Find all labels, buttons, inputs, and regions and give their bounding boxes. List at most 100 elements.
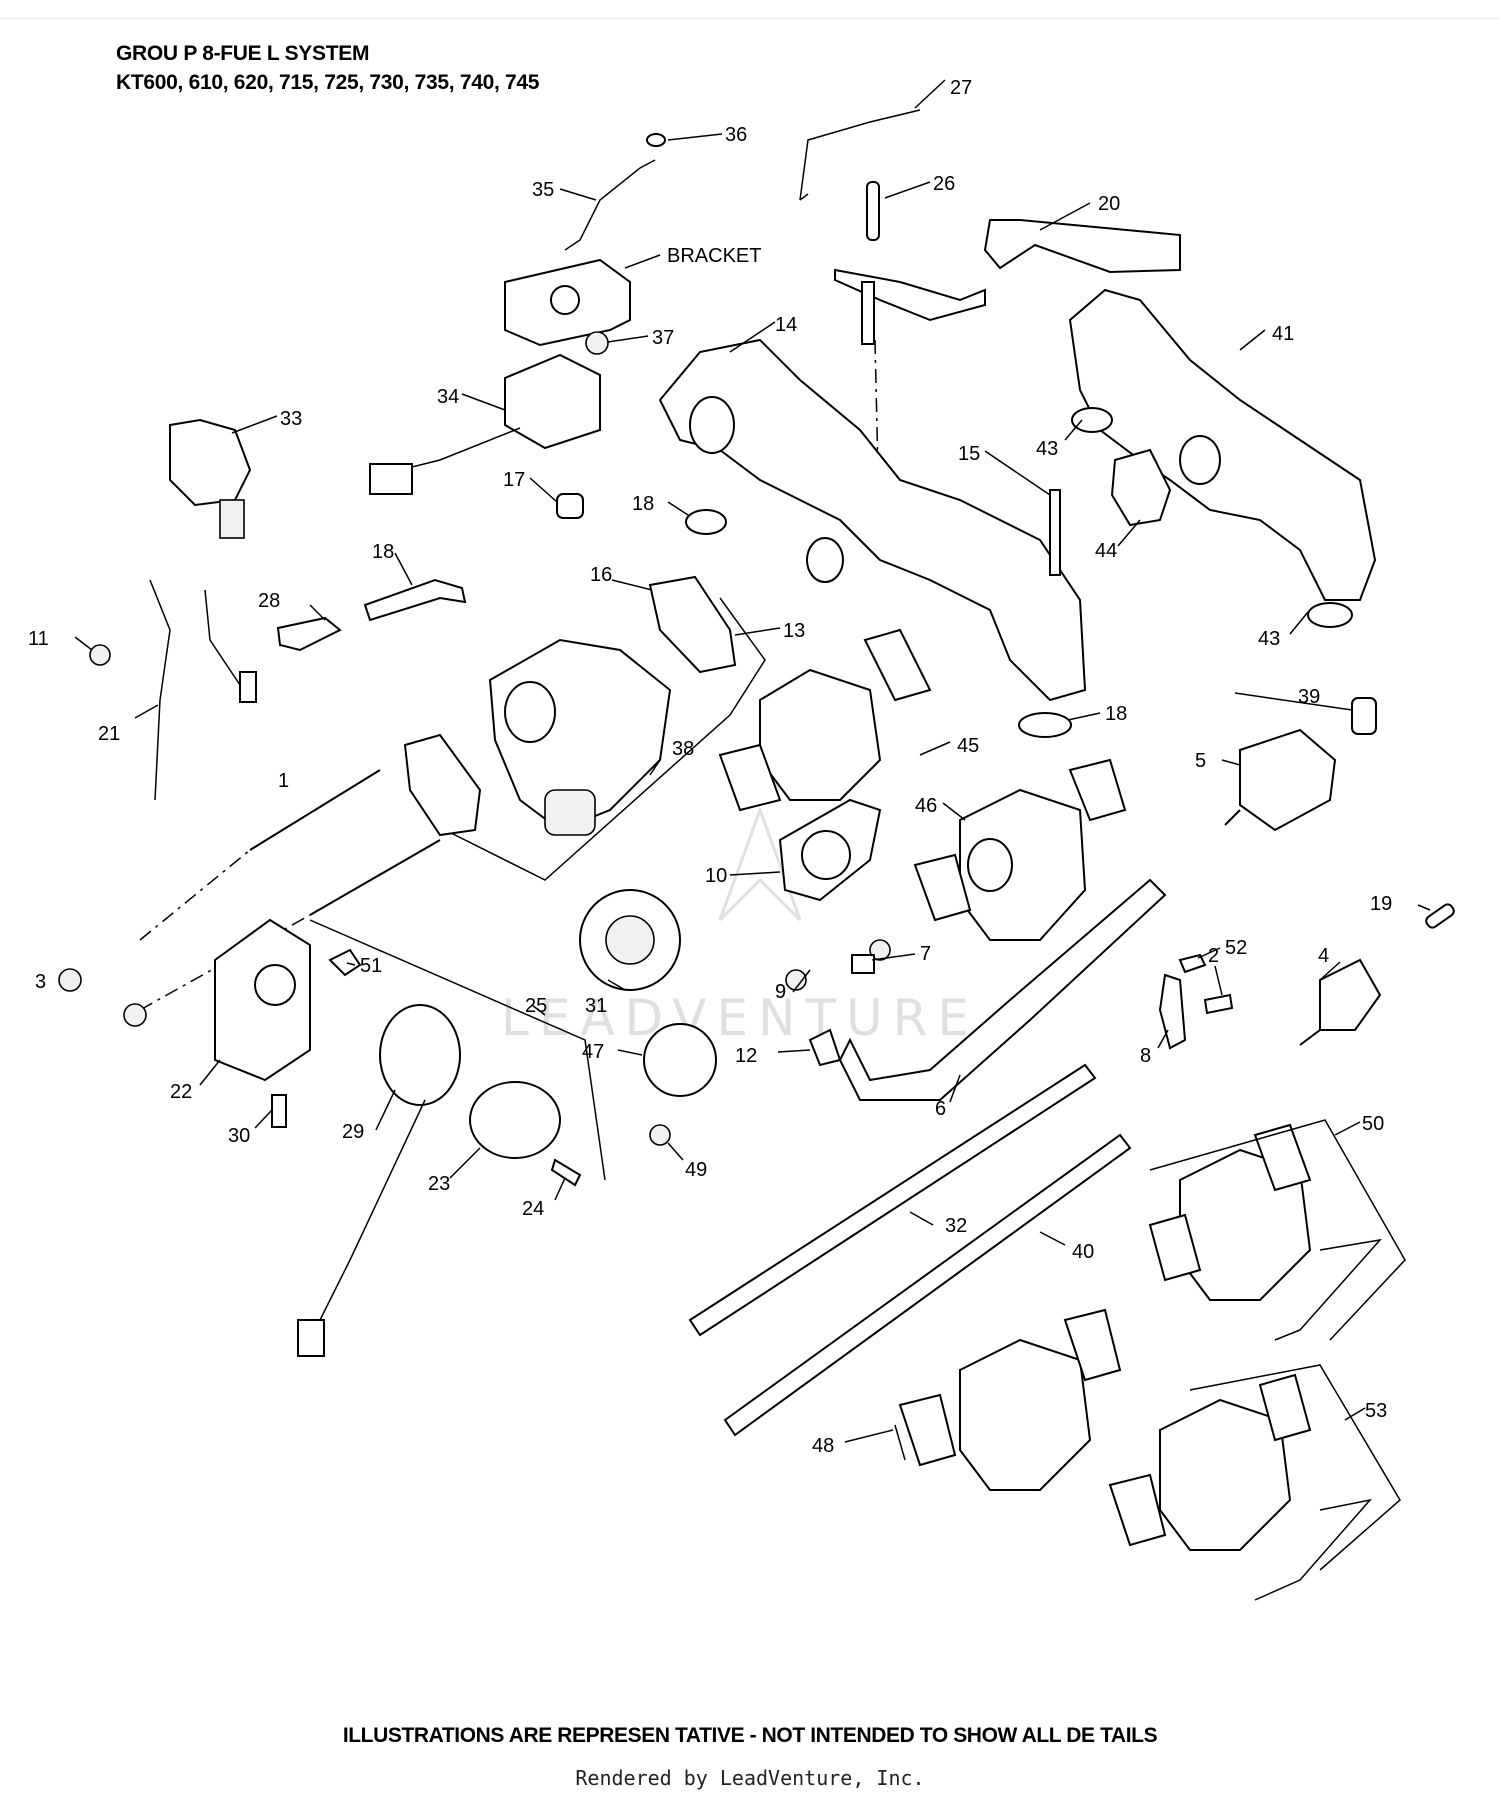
callout-18-lower: 18 (1105, 703, 1127, 725)
filter-head-ring (801, 830, 851, 880)
gasket-44 (1110, 448, 1172, 527)
callout-34: 33 (280, 408, 302, 430)
callout-10: 10 (705, 865, 727, 887)
callout-53: 53 (1365, 1400, 1387, 1422)
callout-22: 21 (98, 723, 120, 745)
callout-46: 46 (915, 795, 937, 817)
manifold-port-2 (806, 537, 844, 583)
callout-41: 40 (1072, 1241, 1094, 1263)
callout-23: 22 (170, 1081, 192, 1103)
callout-52: 52 (1225, 937, 1247, 959)
callout-38: 37 (652, 327, 674, 349)
callout-43-bottom: 43 (1258, 628, 1280, 650)
oring-18-upper (685, 509, 727, 535)
callout-5: 5 (1195, 750, 1206, 772)
callout-42: 41 (1272, 323, 1294, 345)
wire-22-connector (239, 671, 257, 703)
gasket-53a (1108, 1473, 1167, 1547)
carb-left-throat (504, 681, 556, 743)
carb-gasket-left (403, 733, 482, 837)
callout-16: 16 (590, 564, 612, 586)
model-list: KT600, 610, 620, 715, 725, 730, 735, 740… (116, 71, 540, 94)
gasket-48b (1063, 1308, 1122, 1382)
screw-25 (550, 1158, 582, 1187)
air-cup-30 (379, 1004, 461, 1106)
callout-24: 23 (428, 1173, 450, 1195)
oring-18-lower (1018, 712, 1072, 738)
intake-manifold-14 (658, 338, 1087, 702)
base-port (254, 964, 296, 1006)
bolt-15 (1049, 489, 1061, 576)
screw-38 (585, 331, 609, 355)
clamp-7 (851, 954, 875, 974)
wire-50 (1274, 1238, 1382, 1341)
watermark-wordmark: LEADVENTURE (501, 989, 979, 1047)
screw-52 (1178, 953, 1207, 974)
callout-6: 6 (935, 1098, 946, 1120)
callout-8: 8 (1140, 1045, 1151, 1067)
disclaimer-text: ILLUSTRATIONS ARE REPRESEN TATIVE - NOT … (342, 1724, 1158, 1747)
gasket-16 (648, 575, 737, 674)
fuel-hose-6 (838, 878, 1167, 1101)
callout-12: 12 (735, 1045, 757, 1067)
clip-37 (646, 133, 666, 147)
top-rule (0, 18, 1500, 19)
callout-28: 27 (950, 77, 972, 99)
callout-35: 34 (437, 386, 459, 408)
callout-26: 25 (525, 995, 547, 1017)
callout-50: 50 (1362, 1113, 1384, 1135)
nut-3-upper (58, 968, 82, 992)
lever-shaft (861, 281, 875, 345)
kit-outline-50 (1149, 1119, 1406, 1341)
callout-25: 24 (522, 1198, 544, 1220)
callout-39: 38 (672, 738, 694, 760)
callout-7: 7 (920, 943, 931, 965)
callout-11: 11 (28, 628, 49, 650)
sensor-connector (297, 1319, 325, 1357)
fuel-filter-5 (1239, 728, 1337, 832)
callout-19: 18 (372, 541, 394, 563)
nut-3-lower (123, 1003, 147, 1027)
fuel-line-41 (723, 1133, 1132, 1437)
stepper-connector (369, 463, 413, 495)
callout-47: 47 (582, 1041, 604, 1063)
stud-1-upper (249, 769, 381, 851)
stud-1-lower (309, 839, 441, 916)
kit-outline-53 (1189, 1364, 1401, 1571)
gasket-45b (863, 628, 932, 702)
screw-11 (89, 644, 111, 666)
carburetor-48 (959, 1338, 1092, 1491)
bracket-hole (550, 285, 580, 315)
callout-32: 31 (585, 995, 607, 1017)
ground-wire-22 (149, 579, 251, 801)
pump-32-cap (605, 915, 655, 965)
throttle-rod-28 (799, 109, 921, 201)
callout-36: 35 (532, 179, 554, 201)
choke-plate-21 (983, 219, 1181, 274)
callout-48: 48 (812, 1435, 834, 1457)
spacer-17 (556, 493, 584, 519)
gasket-24 (469, 1081, 561, 1159)
hose-fitting-29 (276, 616, 342, 652)
carburetor-53 (1159, 1398, 1292, 1551)
callout-37: 36 (725, 124, 747, 146)
kit-outline-26 (309, 919, 606, 1181)
callout-bracket: BRACKET (667, 245, 761, 267)
callout-1: 1 (278, 770, 289, 792)
clip-51 (328, 948, 362, 977)
screw-49 (649, 1124, 671, 1146)
callout-17: 17 (503, 469, 525, 491)
gasket-43-top (1071, 407, 1113, 433)
gasket-43-bottom (1307, 602, 1353, 628)
callout-21: 20 (1098, 193, 1120, 215)
fuel-hose-19 (363, 578, 467, 622)
solenoid-stem (219, 499, 245, 539)
callout-31: 30 (228, 1125, 250, 1147)
kit-outline-48 (894, 1424, 906, 1461)
callout-3: 3 (35, 971, 46, 993)
manifold-42-port (1179, 435, 1221, 485)
gasket-46b (1068, 758, 1127, 822)
callout-30: 29 (342, 1121, 364, 1143)
callout-2: 2 (1208, 945, 1219, 967)
callout-29: 28 (258, 590, 280, 612)
